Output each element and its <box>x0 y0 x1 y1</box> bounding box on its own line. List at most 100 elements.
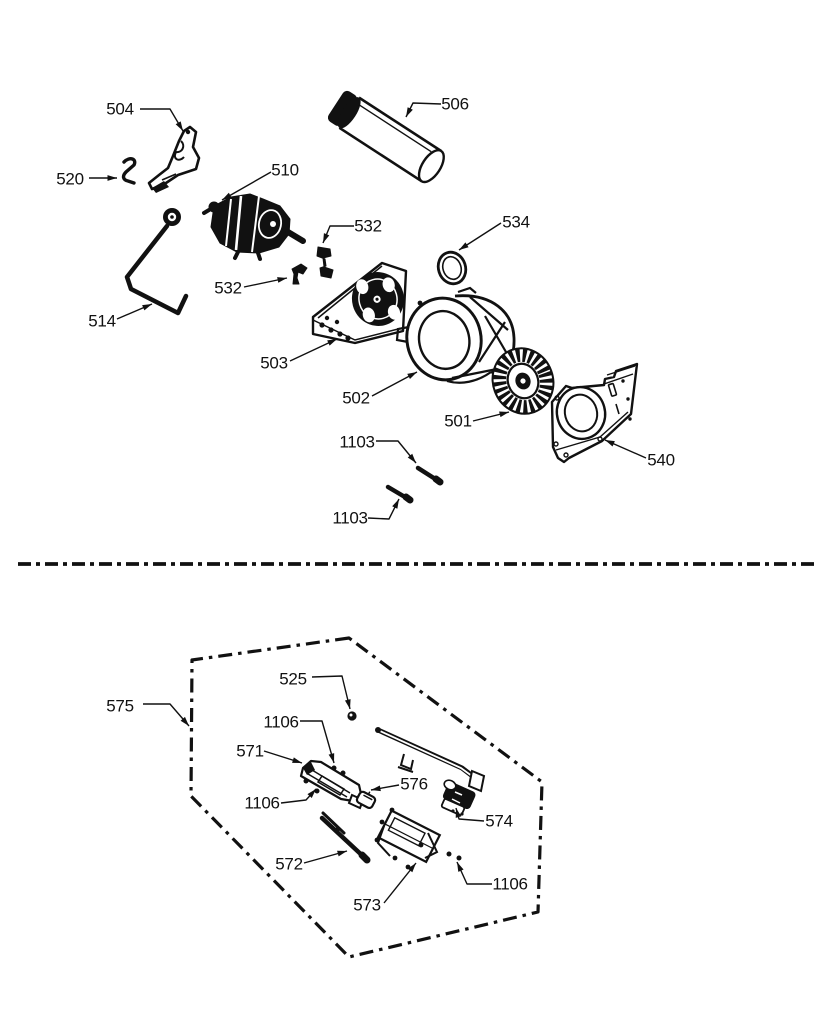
part-number-text: 503 <box>260 354 287 373</box>
part-number-text: 520 <box>56 170 83 189</box>
burner-group-boundary <box>189 636 544 959</box>
part-506-tube-drawing <box>327 90 445 184</box>
leader-arrowhead <box>344 699 351 709</box>
leader-arrowhead <box>222 192 232 200</box>
part-label-1106-18: 1106 <box>244 788 317 813</box>
leader-arrowhead <box>407 372 417 380</box>
part-514-belt-drawing <box>124 208 189 316</box>
part-number-text: 532 <box>214 279 241 298</box>
part-label-571-17: 571 <box>236 742 303 764</box>
part-number-text: 532 <box>354 217 381 236</box>
part-label-1103-12: 1103 <box>339 433 417 464</box>
leader-line <box>311 675 351 710</box>
leader-line <box>143 703 190 727</box>
part-label-540-11: 540 <box>604 439 675 470</box>
part-label-503-8: 503 <box>260 338 338 373</box>
part-number-text: 534 <box>502 213 529 232</box>
part-573-bracket-drawing <box>374 807 442 870</box>
leader-arrowhead <box>499 411 509 418</box>
leader-arrowhead <box>407 453 416 463</box>
part-number-text: 510 <box>271 161 298 180</box>
part-number-text: 575 <box>106 697 133 716</box>
part-number-text: 502 <box>342 389 369 408</box>
leader-arrowhead <box>392 499 399 509</box>
part-label-514-7: 514 <box>88 303 153 331</box>
leader-arrowhead <box>328 753 335 763</box>
part-503-mount-drawing <box>311 261 408 345</box>
part-number-text: 1106 <box>492 875 527 894</box>
leader-arrowhead <box>459 242 469 250</box>
part-number-text: 506 <box>441 95 468 114</box>
part-number-text: 540 <box>647 451 674 470</box>
part-540-backplate-drawing <box>550 362 639 464</box>
leader-arrowhead <box>406 107 413 117</box>
part-574-solenoid-drawing <box>440 779 476 816</box>
part-number-text: 525 <box>279 670 306 689</box>
part-number-text: 1106 <box>244 794 279 813</box>
leader-arrowhead <box>455 808 462 818</box>
lower-assembly-drawing <box>299 711 486 870</box>
part-label-576-19: 576 <box>370 775 428 794</box>
part-number-text: 514 <box>88 312 115 331</box>
part-label-520-2: 520 <box>56 170 117 189</box>
leader-arrowhead <box>277 277 287 283</box>
upper-assembly-drawing <box>121 90 639 504</box>
part-label-532-4: 532 <box>322 217 382 244</box>
manifold-pipe-drawing <box>375 727 486 793</box>
labels-and-boundaries-layer: 504 506 520 510 532 534 532 514 503 502 501 540 1103… <box>18 95 815 959</box>
leader-arrowhead <box>337 850 347 857</box>
part-532-clip-lower-drawing <box>291 263 308 285</box>
part-number-text: 504 <box>106 100 133 119</box>
part-label-572-21: 572 <box>275 850 348 874</box>
part-number-text: 573 <box>353 896 380 915</box>
part-label-574-20: 574 <box>455 807 513 831</box>
leader-arrowhead <box>142 304 152 311</box>
leader-arrowhead <box>323 233 330 243</box>
part-label-501-10: 501 <box>444 411 510 431</box>
part-label-525-15: 525 <box>279 670 351 710</box>
leader-arrowhead <box>605 440 615 447</box>
part-572-rod-drawing <box>319 811 371 864</box>
part-label-510-3: 510 <box>221 161 299 201</box>
part-525-nut-drawing <box>347 711 357 721</box>
part-number-text: 1103 <box>339 433 374 452</box>
leader-arrowhead <box>107 175 117 181</box>
part-label-534-5: 534 <box>458 213 530 251</box>
part-label-573-22: 573 <box>353 862 417 915</box>
part-label-1103-13: 1103 <box>332 498 400 528</box>
leader-arrowhead <box>175 121 183 131</box>
part-label-575-14: 575 <box>106 697 190 727</box>
part-number-text: 501 <box>444 412 471 431</box>
leader-arrowhead <box>457 862 464 872</box>
part-label-502-9: 502 <box>342 371 418 408</box>
part-label-532-6: 532 <box>214 277 288 298</box>
part-label-1106-23: 1106 <box>456 861 528 894</box>
part-1106-screws-drawing <box>303 765 462 861</box>
part-510-motor-drawing <box>202 193 306 261</box>
part-label-506-1: 506 <box>405 95 469 118</box>
part-number-text: 576 <box>400 775 427 794</box>
part-number-text: 1103 <box>332 509 367 528</box>
part-520-clip-drawing <box>121 157 137 185</box>
part-number-text: 571 <box>236 742 263 761</box>
part-534-ring-drawing <box>436 250 468 286</box>
part-532-clip-upper-drawing <box>316 246 334 279</box>
part-1103-screws-drawing <box>385 465 444 504</box>
leader-line <box>300 720 335 764</box>
part-number-text: 572 <box>275 855 302 874</box>
part-571-igniter-drawing <box>299 759 365 810</box>
leader-arrowhead <box>407 863 416 873</box>
part-number-text: 574 <box>485 812 512 831</box>
part-576-clamp-drawing <box>355 790 377 810</box>
leader-arrowhead <box>292 757 302 763</box>
part-501-blower-wheel-drawing <box>491 347 555 415</box>
leader-arrowhead <box>307 789 316 798</box>
part-label-1106-16: 1106 <box>263 713 335 764</box>
part-504-bracket-drawing <box>147 125 201 193</box>
part-number-text: 1106 <box>263 713 298 732</box>
leader-arrowhead <box>180 716 189 726</box>
part-label-504-0: 504 <box>106 100 184 132</box>
